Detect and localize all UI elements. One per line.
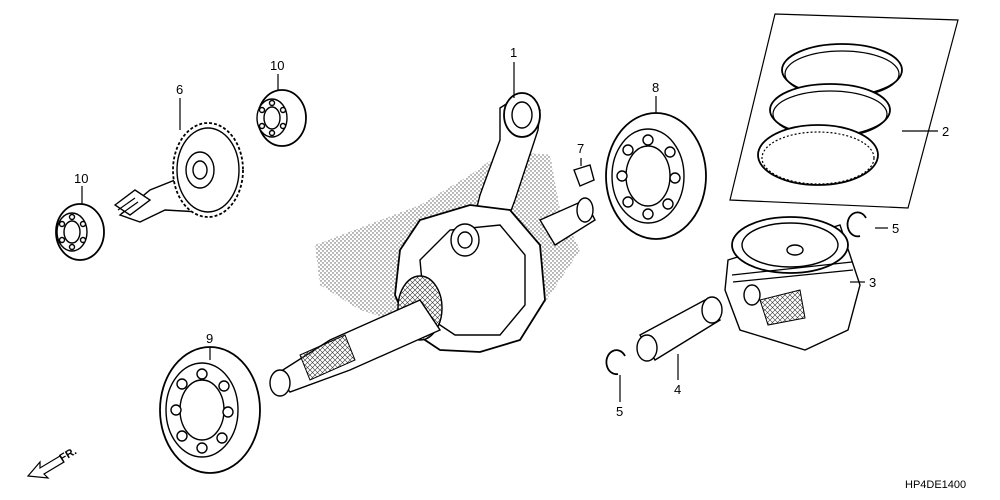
callout-5-upper: 5 [892, 221, 899, 236]
callout-10-lower: 10 [74, 171, 88, 186]
bearing-8 [605, 112, 707, 240]
callout-6: 6 [176, 82, 183, 97]
bearing-10-lower [55, 203, 105, 261]
bearing-10-upper [256, 89, 307, 147]
callout-10-upper: 10 [270, 58, 284, 73]
piston-3 [724, 216, 861, 351]
callout-2: 2 [942, 124, 949, 139]
callout-3: 3 [869, 275, 876, 290]
callout-labels: 1 2 3 4 5 5 6 7 8 9 10 10 [74, 45, 949, 419]
bearing-9 [159, 346, 261, 474]
woodruff-key-7 [573, 164, 595, 187]
callout-1: 1 [510, 45, 517, 60]
piston-ring-set-2 [729, 13, 959, 209]
piston-pin-clip-5-lower [605, 349, 626, 376]
leader-lines [81, 62, 938, 402]
piston-pin-4 [636, 296, 723, 362]
callout-4: 4 [674, 382, 681, 397]
front-label: FR. [58, 445, 79, 464]
callout-9: 9 [206, 331, 213, 346]
crankshaft-1 [269, 92, 596, 397]
diagram-code: HP4DE1400 [905, 479, 966, 491]
callout-8: 8 [652, 80, 659, 95]
piston-pin-clip-5-upper [846, 211, 867, 238]
balancer-shaft-6 [113, 122, 244, 223]
callout-5-lower: 5 [616, 404, 623, 419]
front-arrow-marker: FR. [26, 445, 79, 479]
callout-7: 7 [577, 141, 584, 156]
